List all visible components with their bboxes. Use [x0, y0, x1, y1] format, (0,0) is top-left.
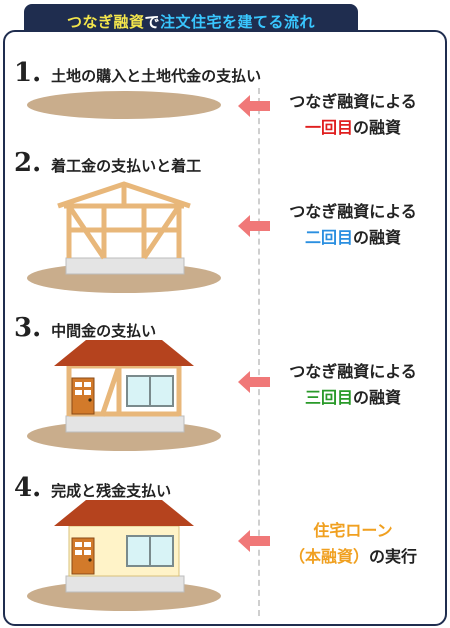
step-label: 完成と残金支払い — [51, 482, 172, 500]
step-number: 2. — [14, 148, 42, 178]
step-4-note: 住宅ローン （本融資）の実行 — [266, 518, 440, 570]
step-4-heading: 4. 完成と残金支払い — [14, 473, 171, 503]
note-suffix: の融資 — [353, 118, 402, 137]
note-line-1: つなぎ融資による — [289, 202, 417, 221]
step-label: 中間金の支払い — [51, 322, 157, 340]
step-1-heading: 1. 土地の購入と土地代金の支払い — [14, 58, 261, 88]
frame-house-icon — [27, 181, 221, 293]
step-number: 1. — [14, 58, 42, 88]
step-number: 3. — [14, 313, 42, 343]
note-suffix: の実行 — [369, 547, 418, 566]
note-ordinal: 二回目 — [304, 228, 353, 247]
note-line-2: （本融資）の実行 — [266, 544, 440, 570]
title-part-2: で — [144, 12, 160, 31]
note-ordinal: 一回目 — [304, 118, 353, 137]
step-number: 4. — [14, 473, 42, 503]
note-line-1: 住宅ローン — [313, 521, 393, 540]
left-arrow-icon — [238, 530, 270, 552]
land-icon — [27, 91, 221, 119]
title-part-3: 注文住宅を建てる流れ — [160, 12, 316, 31]
divider — [258, 88, 260, 616]
note-line-2: 三回目の融資 — [266, 385, 440, 411]
left-arrow-icon — [238, 95, 270, 117]
note-suffix: の融資 — [353, 388, 402, 407]
step-1-note: つなぎ融資による 一回目の融資 — [266, 89, 440, 141]
note-line-1: つなぎ融資による — [289, 92, 417, 111]
left-arrow-icon — [238, 371, 270, 393]
step-3-heading: 3. 中間金の支払い — [14, 313, 156, 343]
step-label: 土地の購入と土地代金の支払い — [51, 67, 262, 85]
completed-house-icon — [27, 500, 221, 611]
left-arrow-icon — [238, 215, 270, 237]
note-line-1: つなぎ融資による — [289, 362, 417, 381]
step-3-note: つなぎ融資による 三回目の融資 — [266, 359, 440, 411]
note-paren: （本融資） — [288, 547, 369, 566]
note-suffix: の融資 — [353, 228, 402, 247]
note-ordinal: 三回目 — [304, 388, 353, 407]
note-line-2: 一回目の融資 — [266, 115, 440, 141]
step-2-heading: 2. 着工金の支払いと着工 — [14, 148, 201, 178]
step-2-note: つなぎ融資による 二回目の融資 — [266, 199, 440, 251]
title-part-1: つなぎ融資 — [66, 12, 145, 31]
note-line-2: 二回目の融資 — [266, 225, 440, 251]
half-built-house-icon — [27, 340, 221, 451]
step-label: 着工金の支払いと着工 — [51, 157, 202, 175]
